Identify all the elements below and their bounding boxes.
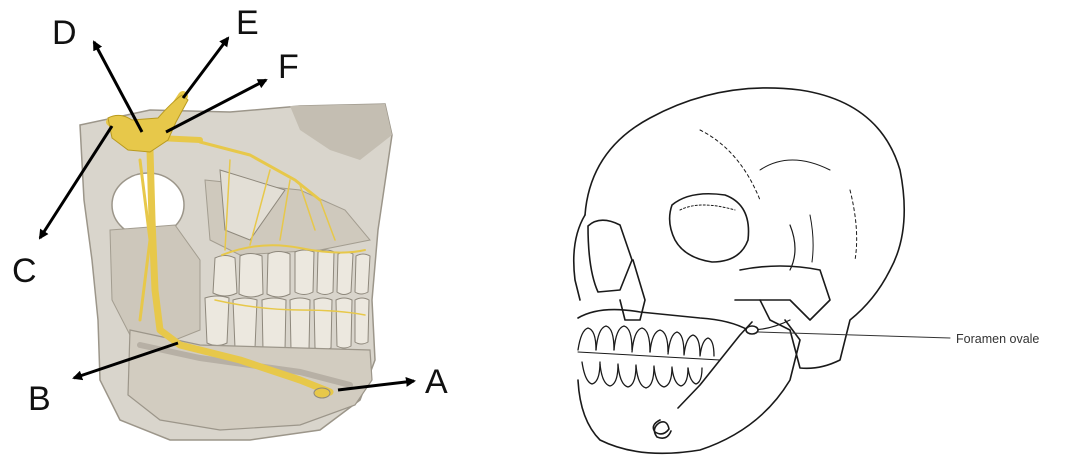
foramen-ovale-label: Foramen ovale (956, 332, 1039, 346)
mandible-nerve-illustration: A B C D E F (12, 4, 448, 440)
skull-line-drawing (574, 88, 950, 453)
label-E: E (236, 4, 259, 42)
label-C: C (12, 252, 37, 290)
foramen-ovale (746, 326, 758, 334)
label-A: A (425, 363, 448, 401)
lower-teeth-drawing (582, 362, 702, 388)
nerve-coil (653, 322, 752, 438)
right-orbit (670, 194, 749, 262)
label-D: D (52, 14, 77, 52)
mandible-outline (578, 320, 800, 453)
label-B: B (28, 380, 51, 418)
arrow-E (183, 38, 228, 98)
mental-foramen (314, 388, 330, 398)
upper-teeth-drawing (578, 326, 714, 356)
left-orbit (588, 220, 632, 292)
label-F: F (278, 48, 299, 86)
callout-line (758, 332, 950, 338)
zygomatic-arch (740, 266, 830, 320)
